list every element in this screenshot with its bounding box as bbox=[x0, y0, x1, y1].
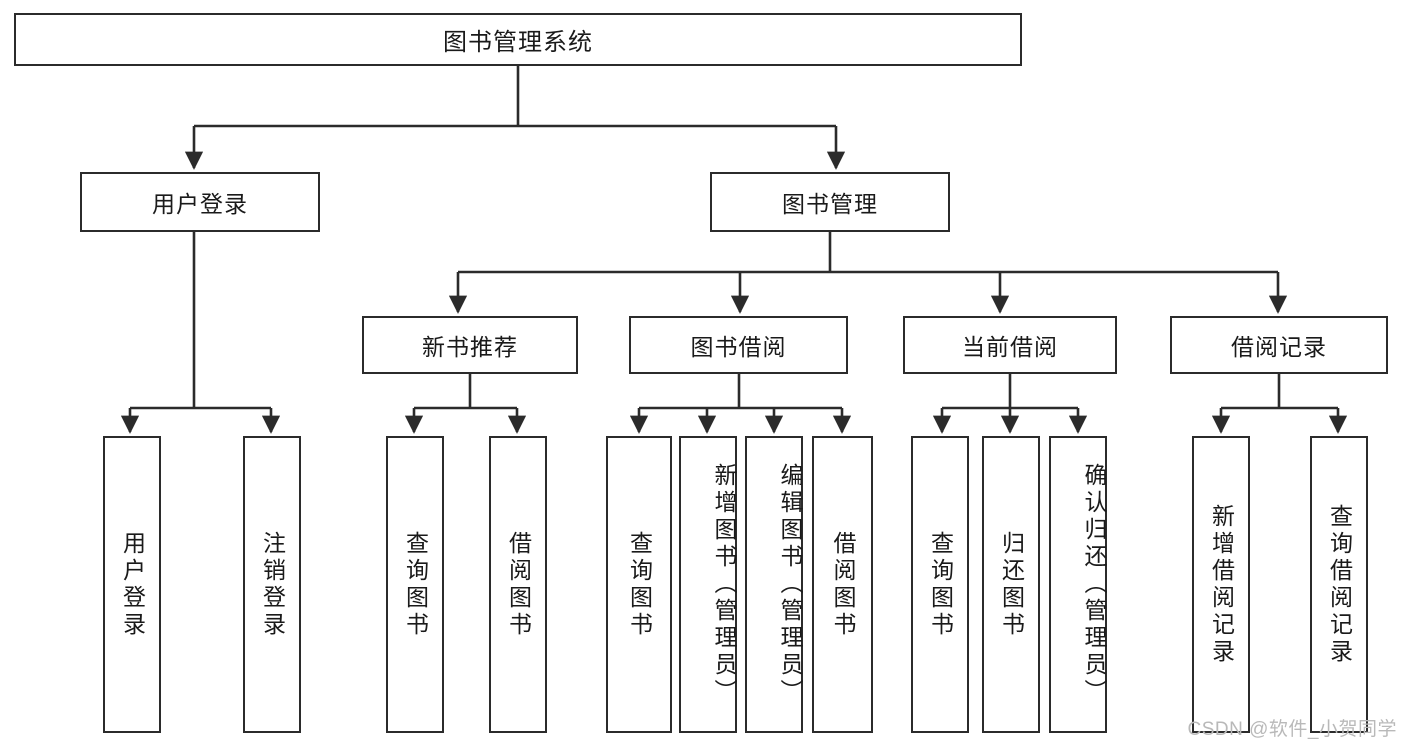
leaf-borrow-record-query-record[interactable]: 查询借阅记录 bbox=[1310, 436, 1368, 733]
leaf-book-borrow-query-book[interactable]: 查询图书 bbox=[606, 436, 672, 733]
leaf-book-borrow-add-book-admin[interactable]: 新增图书（管理员） bbox=[679, 436, 737, 733]
csdn-watermark: CSDN @软件_小贺同学 bbox=[1187, 719, 1397, 740]
node-user-login[interactable]: 用户登录 bbox=[80, 172, 320, 232]
leaf-borrow-record-add-record[interactable]: 新增借阅记录 bbox=[1192, 436, 1250, 733]
leaf-book-borrow-edit-book-admin[interactable]: 编辑图书（管理员） bbox=[745, 436, 803, 733]
node-current-borrow[interactable]: 当前借阅 bbox=[903, 316, 1117, 374]
node-borrow-record[interactable]: 借阅记录 bbox=[1170, 316, 1388, 374]
leaf-user-login-login[interactable]: 用户登录 bbox=[103, 436, 161, 733]
leaf-current-borrow-confirm-return-admin[interactable]: 确认归还（管理员） bbox=[1049, 436, 1107, 733]
node-book-borrow[interactable]: 图书借阅 bbox=[629, 316, 848, 374]
leaf-current-borrow-return-book[interactable]: 归还图书 bbox=[982, 436, 1040, 733]
node-new-book-recommend[interactable]: 新书推荐 bbox=[362, 316, 578, 374]
node-book-management[interactable]: 图书管理 bbox=[710, 172, 950, 232]
node-root-system[interactable]: 图书管理系统 bbox=[14, 13, 1022, 66]
leaf-new-book-borrow-book[interactable]: 借阅图书 bbox=[489, 436, 547, 733]
leaf-user-login-logout[interactable]: 注销登录 bbox=[243, 436, 301, 733]
leaf-book-borrow-borrow-book[interactable]: 借阅图书 bbox=[812, 436, 873, 733]
leaf-new-book-query-book[interactable]: 查询图书 bbox=[386, 436, 444, 733]
leaf-current-borrow-query-book[interactable]: 查询图书 bbox=[911, 436, 969, 733]
